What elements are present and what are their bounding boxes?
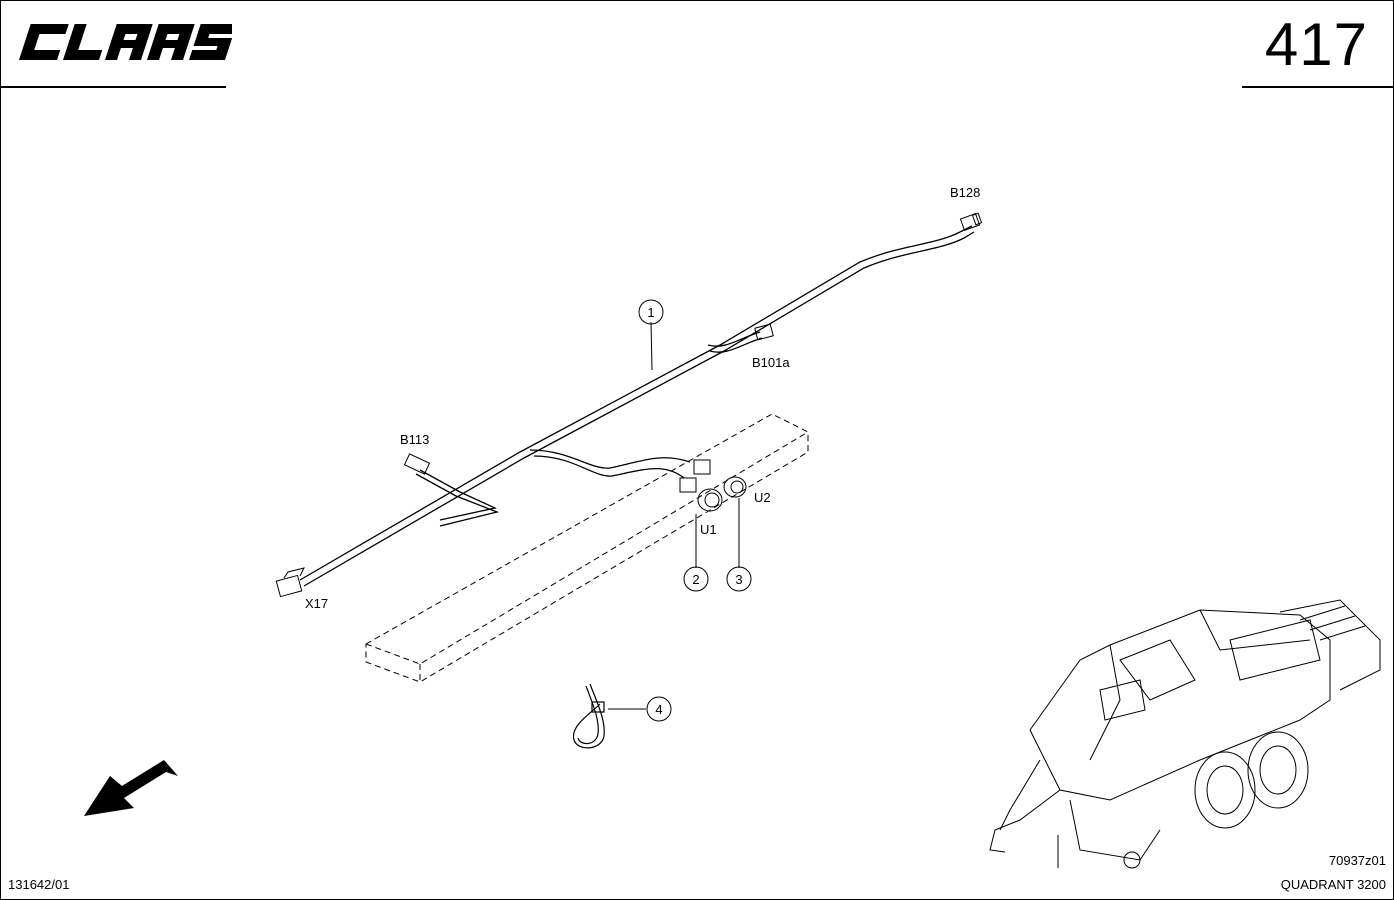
connector-b101a [754,323,774,341]
callout-2-circle [683,566,709,592]
label-u2: U2 [754,490,771,505]
callout-1: 1 [647,305,654,320]
claas-logo [12,20,237,69]
figure-code: 70937z01 [1328,853,1386,868]
callout-1-circle [638,299,664,325]
label-u1: U1 [700,522,717,537]
direction-arrow [84,760,178,816]
header-rule-right [1242,86,1394,88]
label-b113: B113 [400,432,429,447]
callout-4-circle [646,696,672,722]
connector-b128 [959,212,983,232]
header-rule-left [0,86,226,88]
frame-rail-outline [365,413,809,683]
harness-1 [299,225,975,587]
baler-illustration [989,599,1381,869]
callout-3-circle [726,566,752,592]
doc-number: 131642/01 [8,877,70,892]
callout-3: 3 [735,572,742,587]
model-name: QUADRANT 3200 [1280,877,1386,892]
socket-u2 [693,459,747,498]
connector-x17 [275,567,305,598]
callout-4: 4 [655,702,662,717]
socket-u1 [679,477,723,512]
page-number: 417 [1264,11,1368,78]
label-b128: B128 [950,185,980,200]
label-x17: X17 [305,596,328,611]
connector-b113 [403,453,431,475]
cable-tie [572,683,605,749]
label-b101a: B101a [752,355,790,370]
callout-2: 2 [692,572,699,587]
leader-1 [650,321,653,371]
